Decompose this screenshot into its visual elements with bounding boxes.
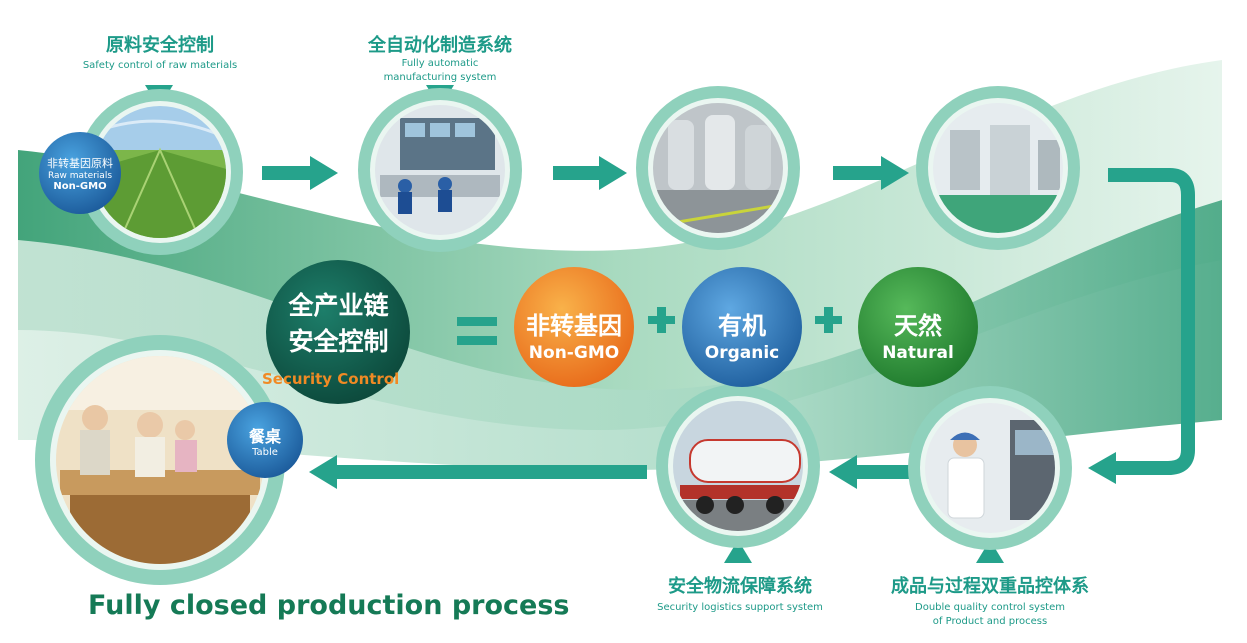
non-gmo-raw-badge: 非转基因原料 Raw materials Non-GMO bbox=[39, 132, 121, 214]
quality-lab-photo bbox=[925, 403, 1055, 533]
raw-badge-cn: 非转基因原料 bbox=[47, 156, 113, 170]
plus-icon bbox=[657, 307, 666, 333]
security-control-en: Security Control bbox=[262, 370, 400, 388]
page-title: Fully closed production process bbox=[88, 590, 570, 621]
arrow-left-icon bbox=[1088, 452, 1116, 484]
raw-control-title: 原料安全控制 bbox=[106, 35, 214, 56]
raw-control-step: 原料安全控制 Safety control of raw materials bbox=[70, 31, 250, 73]
logistics-step: 安全物流保障系统 Security logistics support syst… bbox=[640, 572, 840, 615]
table-badge: 餐桌 Table bbox=[227, 402, 303, 478]
natural-cn: 天然 bbox=[894, 312, 942, 340]
control-room-photo bbox=[375, 105, 505, 235]
organic-en: Organic bbox=[704, 343, 780, 363]
organic-circle: 有机 Organic bbox=[682, 306, 802, 363]
logistics-title: 安全物流保障系统 bbox=[668, 576, 812, 597]
quality-control-title: 成品与过程双重品控体系 bbox=[891, 576, 1089, 597]
quality-control-step: 成品与过程双重品控体系 Double quality control syste… bbox=[870, 572, 1110, 629]
security-cn-line-2: 安全控制 bbox=[288, 327, 389, 356]
triangle-up-icon bbox=[724, 540, 752, 563]
auto-manufacturing-title: 全自动化制造系统 bbox=[368, 35, 512, 56]
quality-control-subtitle-2: of Product and process bbox=[932, 616, 1048, 627]
raw-badge-en-1: Raw materials bbox=[47, 170, 113, 181]
raw-badge-en-2: Non-GMO bbox=[53, 180, 107, 192]
table-badge-cn: 餐桌 bbox=[248, 426, 281, 446]
table-badge-en: Table bbox=[252, 446, 278, 458]
family-dining-photo bbox=[56, 356, 264, 564]
full-chain-security-circle: 全产业链 安全控制 bbox=[266, 288, 411, 360]
auto-manufacturing-subtitle-1: Fully automatic bbox=[401, 58, 479, 69]
equals-icon bbox=[457, 317, 497, 326]
natural-circle: 天然 Natural bbox=[858, 306, 978, 363]
logistics-subtitle: Security logistics support system bbox=[657, 602, 823, 613]
non-gmo-cn: 非转基因 bbox=[526, 312, 622, 340]
security-cn-line-1: 全产业链 bbox=[288, 291, 389, 320]
non-gmo-circle: 非转基因 Non-GMO bbox=[514, 306, 634, 363]
auto-manufacturing-subtitle-2: manufacturing system bbox=[383, 72, 497, 83]
quality-control-subtitle-1: Double quality control system bbox=[915, 602, 1065, 613]
raw-control-subtitle: Safety control of raw materials bbox=[82, 60, 238, 71]
auto-manufacturing-step: 全自动化制造系统 Fully automatic manufacturing s… bbox=[350, 31, 530, 85]
natural-en: Natural bbox=[882, 343, 954, 363]
organic-cn: 有机 bbox=[718, 312, 766, 340]
non-gmo-en: Non-GMO bbox=[528, 343, 620, 363]
